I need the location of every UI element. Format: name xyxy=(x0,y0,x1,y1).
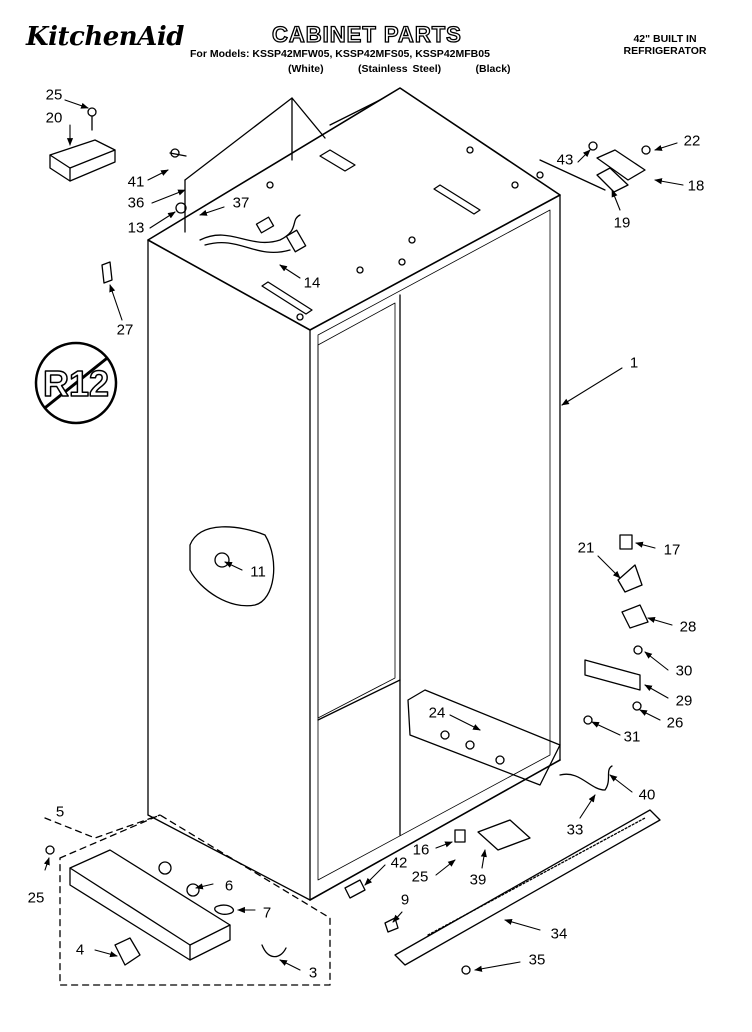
leader-lines xyxy=(43,99,684,972)
brand-logo: KitchenAid xyxy=(26,22,184,52)
model-list: For Models: KSSP42MFW05, KSSP42MFS05, KS… xyxy=(190,48,490,60)
variant-stainless: (Stainless Steel) xyxy=(358,63,442,75)
callout-25: 25 xyxy=(45,86,63,104)
wiring-harness xyxy=(199,214,307,254)
spec-line-1: 42" BUILT IN xyxy=(633,33,697,45)
product-spec: 42" BUILT IN REFRIGERATOR xyxy=(605,33,725,57)
lower-hinge-parts xyxy=(583,534,649,725)
callout-5: 5 xyxy=(55,803,65,821)
page-title: CABINET PARTS xyxy=(271,21,462,47)
callout-3: 3 xyxy=(308,964,318,982)
drain-pan xyxy=(477,819,531,851)
callout-39: 39 xyxy=(469,871,487,889)
callout-25-lower: 25 xyxy=(27,889,45,907)
plug-part-11 xyxy=(214,552,230,568)
callout-16: 16 xyxy=(412,841,430,859)
callout-9: 9 xyxy=(400,891,410,909)
drain-tube xyxy=(559,765,613,791)
callout-24: 24 xyxy=(428,704,446,722)
callout-33: 33 xyxy=(566,821,584,839)
callout-43: 43 xyxy=(556,151,574,169)
callout-41: 41 xyxy=(127,173,145,191)
callout-11: 11 xyxy=(250,563,266,581)
variant-white: (White) xyxy=(288,63,324,75)
callout-40: 40 xyxy=(638,786,656,804)
callout-30: 30 xyxy=(675,662,693,680)
callout-26: 26 xyxy=(666,714,684,732)
base-assembly-outline xyxy=(44,814,331,986)
top-left-parts xyxy=(49,107,187,284)
callout-20: 20 xyxy=(45,109,63,127)
r12-badge xyxy=(34,341,118,425)
clip-16 xyxy=(454,829,466,843)
toe-grille xyxy=(394,809,661,966)
fitting-42 xyxy=(344,879,366,899)
base-rail xyxy=(45,845,287,966)
callout-36: 36 xyxy=(127,194,145,212)
callout-28: 28 xyxy=(679,618,697,636)
callout-1: 1 xyxy=(629,354,639,372)
screw-35 xyxy=(461,965,471,975)
callout-7: 7 xyxy=(262,904,272,922)
cabinet-top xyxy=(147,87,561,901)
callout-37: 37 xyxy=(232,194,250,212)
callout-14: 14 xyxy=(303,274,321,292)
callout-17: 17 xyxy=(663,541,681,559)
callout-19: 19 xyxy=(613,214,631,232)
callout-21: 21 xyxy=(577,539,595,557)
side-cutaway xyxy=(189,526,275,607)
callout-31: 31 xyxy=(623,728,641,746)
color-variants: (White) (Stainless Steel) (Black) xyxy=(288,63,511,75)
callout-13: 13 xyxy=(127,219,145,237)
r12-badge-text: R12 xyxy=(43,363,109,404)
callout-4: 4 xyxy=(75,941,85,959)
variant-black: (Black) xyxy=(475,63,511,75)
callout-27: 27 xyxy=(116,321,134,339)
bottom-front-trim xyxy=(407,689,561,786)
callout-6: 6 xyxy=(224,877,234,895)
callout-35: 35 xyxy=(528,951,546,969)
clip-9 xyxy=(384,917,399,933)
top-right-hinge xyxy=(539,141,651,193)
callout-25-center: 25 xyxy=(411,868,429,886)
callout-42: 42 xyxy=(390,854,408,872)
cabinet-front xyxy=(147,209,561,901)
callout-22: 22 xyxy=(683,132,701,150)
callout-29: 29 xyxy=(675,692,693,710)
callout-34: 34 xyxy=(550,925,568,943)
spec-line-2: REFRIGERATOR xyxy=(623,45,707,57)
callout-18: 18 xyxy=(687,177,705,195)
